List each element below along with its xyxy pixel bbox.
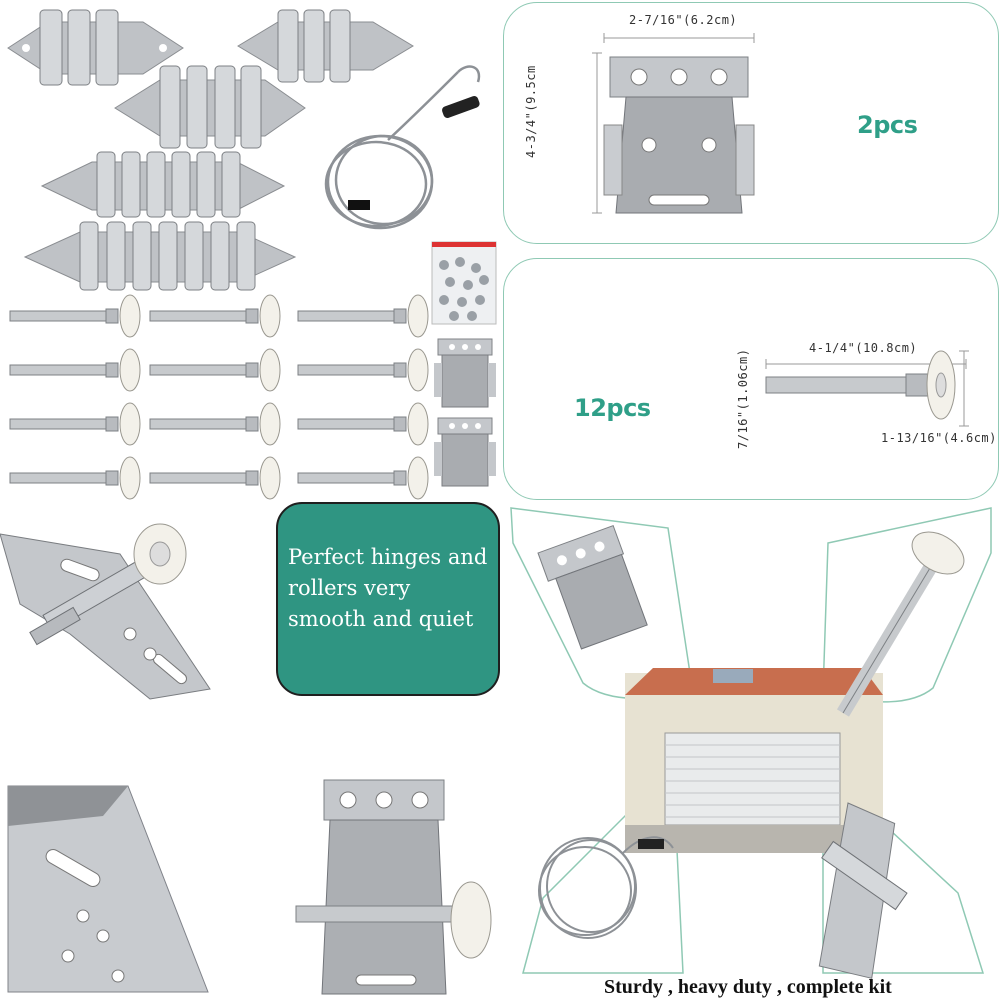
roller-dimensions-panel: 12pcs 4-1/4"(10.8cm) 7/16"(1.06cm) 1-13/… <box>503 258 999 500</box>
wheel-dimension-line <box>959 350 969 427</box>
hinge-closeup-icon <box>7 785 209 993</box>
roller-icon <box>9 402 141 446</box>
roller-grid <box>9 294 429 500</box>
roller-icon <box>9 294 141 338</box>
hinge-icon <box>237 9 414 83</box>
caption-text: Sturdy , heavy duty , complete kit <box>604 976 892 998</box>
hinge-icon <box>7 9 184 86</box>
hinge-icon <box>114 65 306 149</box>
roller-icon <box>297 294 429 338</box>
hinge-with-roller-icon <box>0 523 211 700</box>
bracket-width-label: 2-7/16"(6.2cm) <box>629 13 738 27</box>
bracket-icon <box>434 338 496 408</box>
roller-icon <box>297 456 429 500</box>
bracket-icon <box>434 417 496 487</box>
width-dimension-line <box>603 33 755 43</box>
hinge-icon <box>23 221 297 291</box>
roller-icon <box>9 456 141 500</box>
bracket-closeup-icon <box>295 779 492 995</box>
roller-icon <box>765 350 956 420</box>
roller-icon <box>149 294 281 338</box>
bracket-height-label: 4-3/4"(9.5cm <box>524 65 538 158</box>
height-dimension-line <box>592 52 602 214</box>
roller-icon <box>149 402 281 446</box>
roller-icon <box>149 348 281 392</box>
roller-icon <box>297 348 429 392</box>
bracket-quantity: 2pcs <box>857 111 918 139</box>
roller-icon <box>149 456 281 500</box>
roller-quantity: 12pcs <box>574 394 651 422</box>
garage-door-icon <box>625 668 883 853</box>
callout-text: Perfect hinges and rollers very smooth a… <box>288 545 488 631</box>
roller-icon <box>9 348 141 392</box>
roller-wheel-label: 1-13/16"(4.6cm) <box>881 431 997 445</box>
hinge-icon <box>40 151 286 218</box>
feature-callout: Perfect hinges and rollers very smooth a… <box>276 502 500 696</box>
bracket-dimensions-panel: 2-7/16"(6.2cm) 4-3/4"(9.5cm 2pcs <box>503 2 999 244</box>
roller-length-label: 4-1/4"(10.8cm) <box>809 341 918 355</box>
bracket-icon <box>603 56 755 214</box>
roller-icon <box>297 402 429 446</box>
cable-icon <box>324 65 481 230</box>
screws-bag-icon <box>431 241 497 325</box>
roller-shaft-label: 7/16"(1.06cm) <box>736 348 750 449</box>
garage-composite <box>510 507 992 979</box>
